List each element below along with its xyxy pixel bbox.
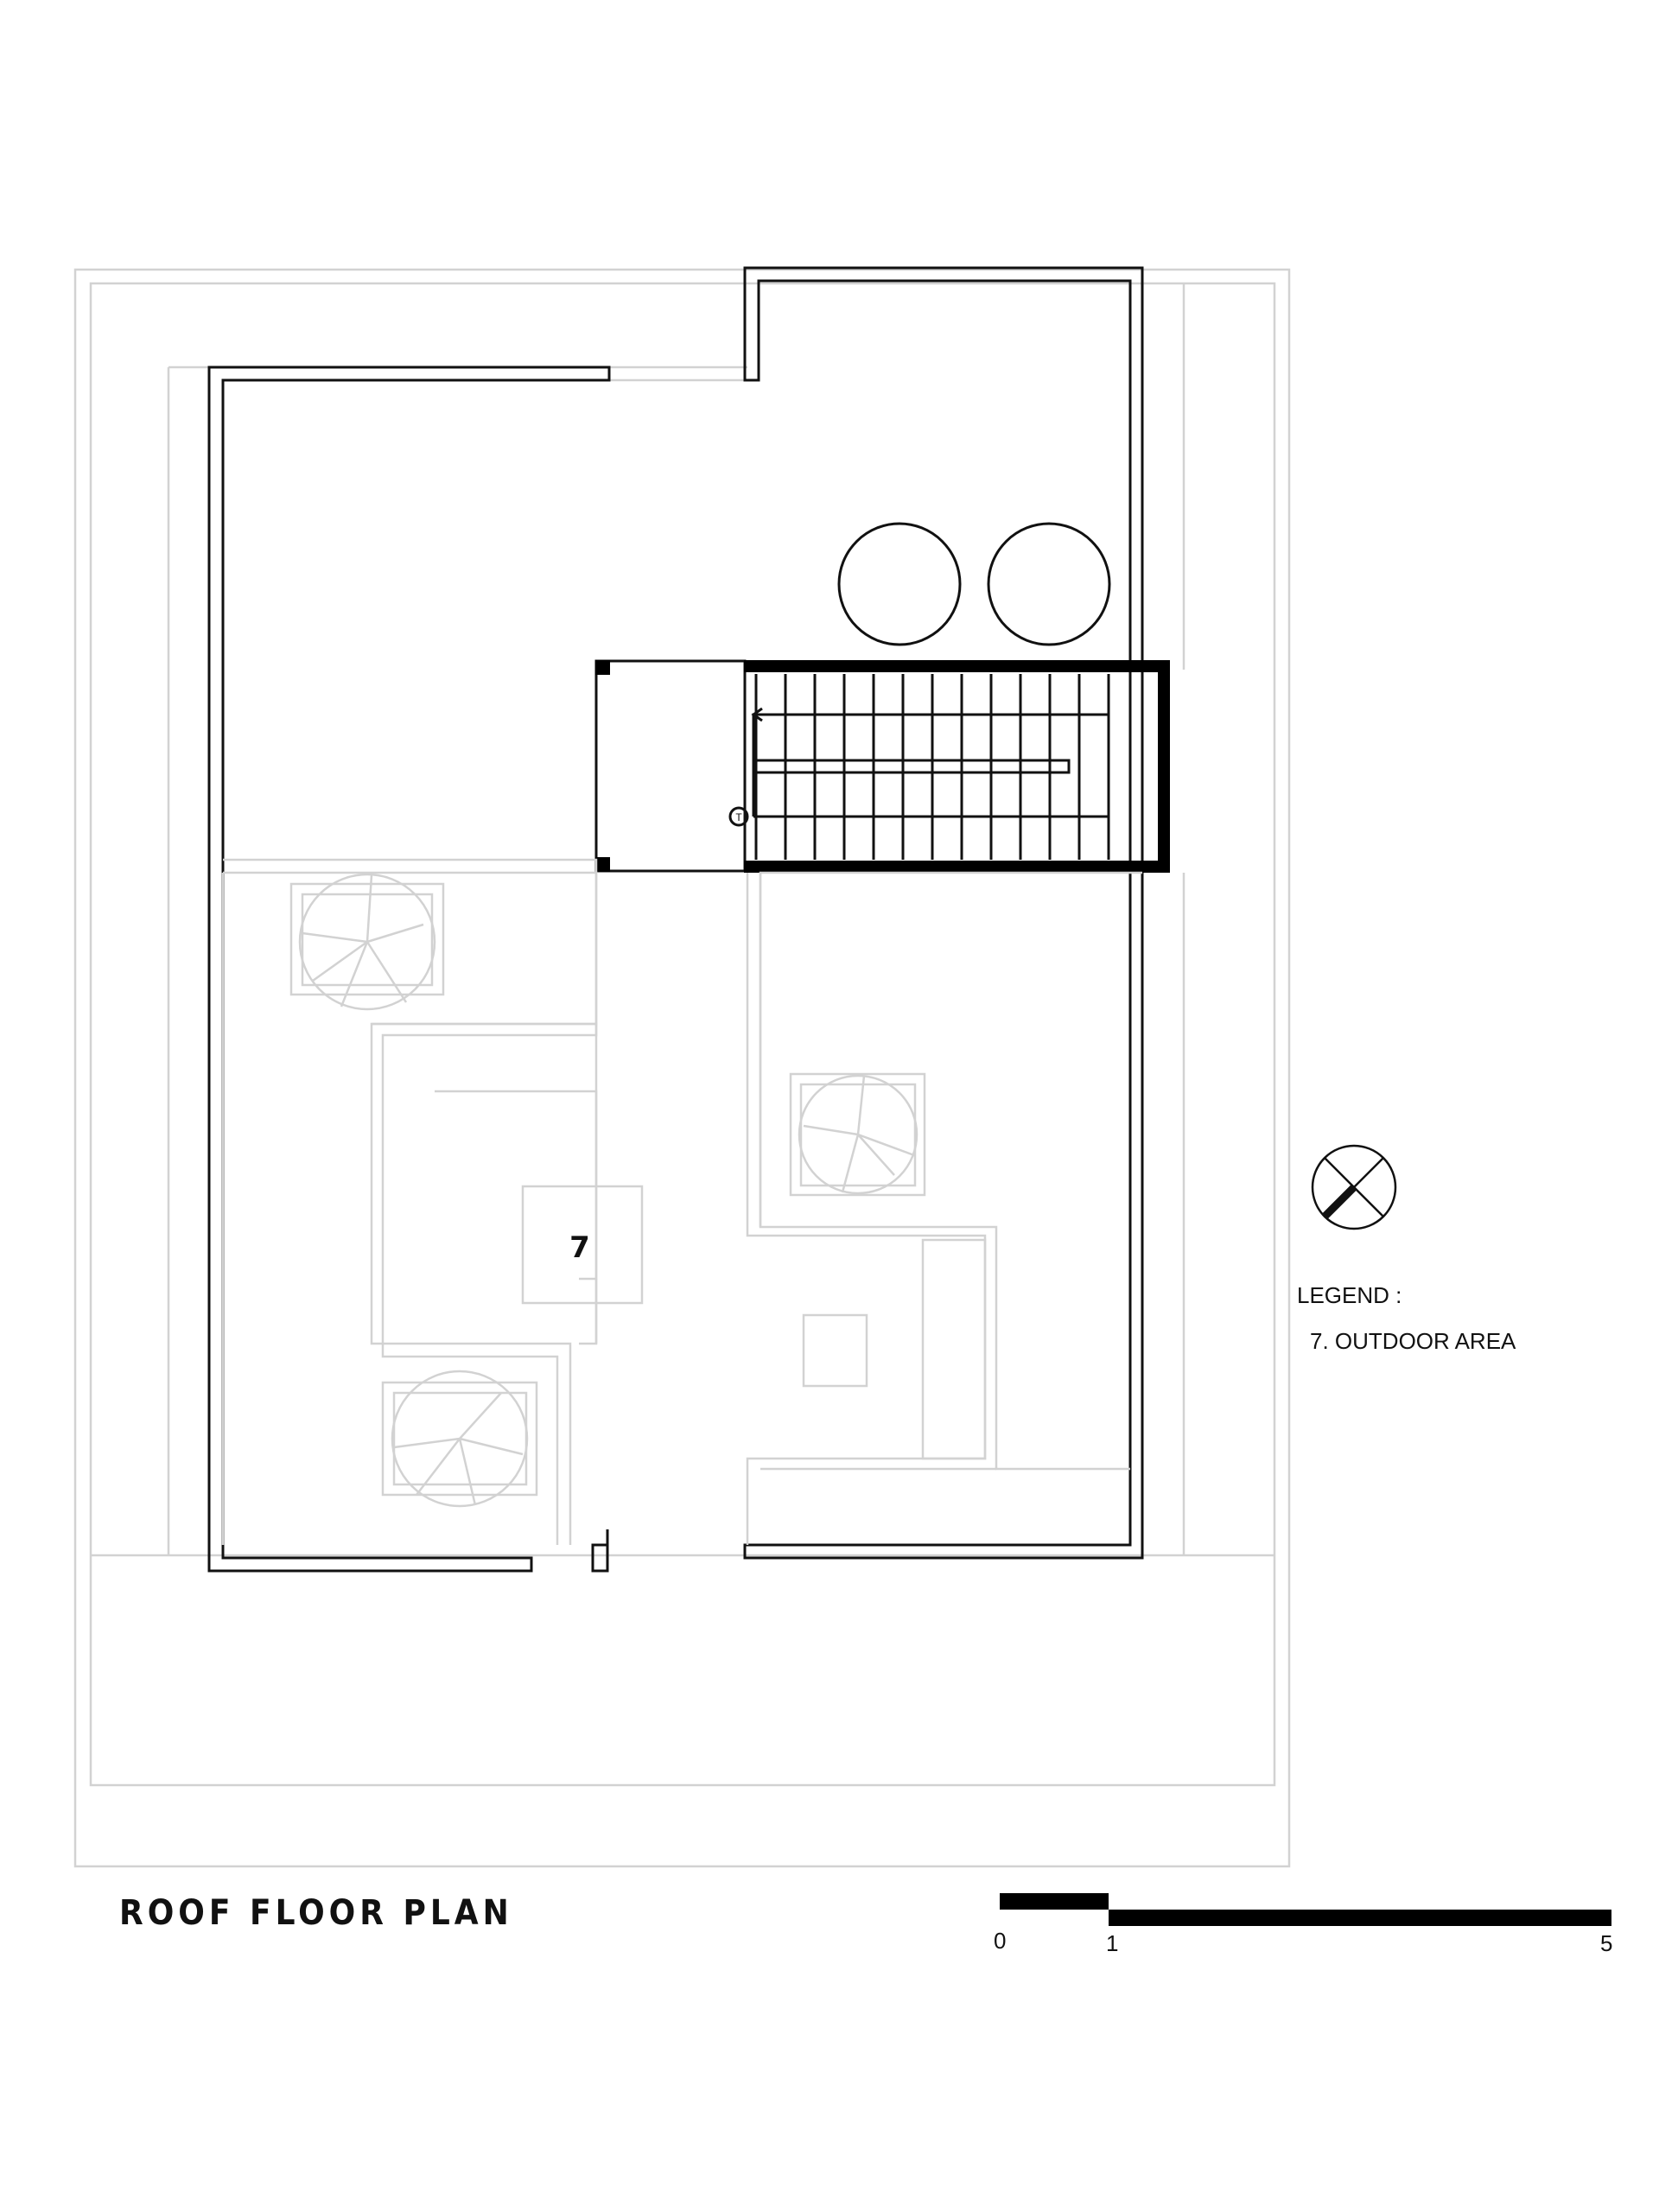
feature-boxes — [521, 1185, 868, 1388]
legend-heading: LEGEND : — [1297, 1282, 1402, 1308]
north-arrow — [1311, 1144, 1397, 1230]
scale-label-1: 1 — [1106, 1930, 1118, 1956]
legend-item-outdoor-area: 7. OUTDOOR AREA — [1310, 1328, 1516, 1354]
plan-title: ROOF FLOOR PLAN — [119, 1893, 513, 1933]
water-tanks — [837, 522, 1111, 646]
skylight-2 — [789, 1072, 926, 1197]
water-tank-2 — [987, 522, 1111, 646]
skylight-3 — [381, 1370, 538, 1508]
stair-direction-arrow — [751, 707, 1110, 818]
site-boundary — [73, 268, 1291, 1868]
water-tank-1 — [837, 522, 962, 646]
zone-label: 7 — [569, 1230, 590, 1265]
scale-label-5: 5 — [1600, 1930, 1612, 1956]
stair-marker: T — [735, 811, 742, 823]
building-walls — [207, 266, 1144, 1573]
skylight-1 — [289, 873, 445, 1011]
stair-core: T — [594, 659, 1170, 873]
planter-outlines — [221, 858, 1142, 1545]
stair-treads — [754, 674, 1110, 860]
scale-label-0: 0 — [994, 1928, 1006, 1954]
scale-bar: 0 1 5 — [994, 1893, 1612, 1956]
